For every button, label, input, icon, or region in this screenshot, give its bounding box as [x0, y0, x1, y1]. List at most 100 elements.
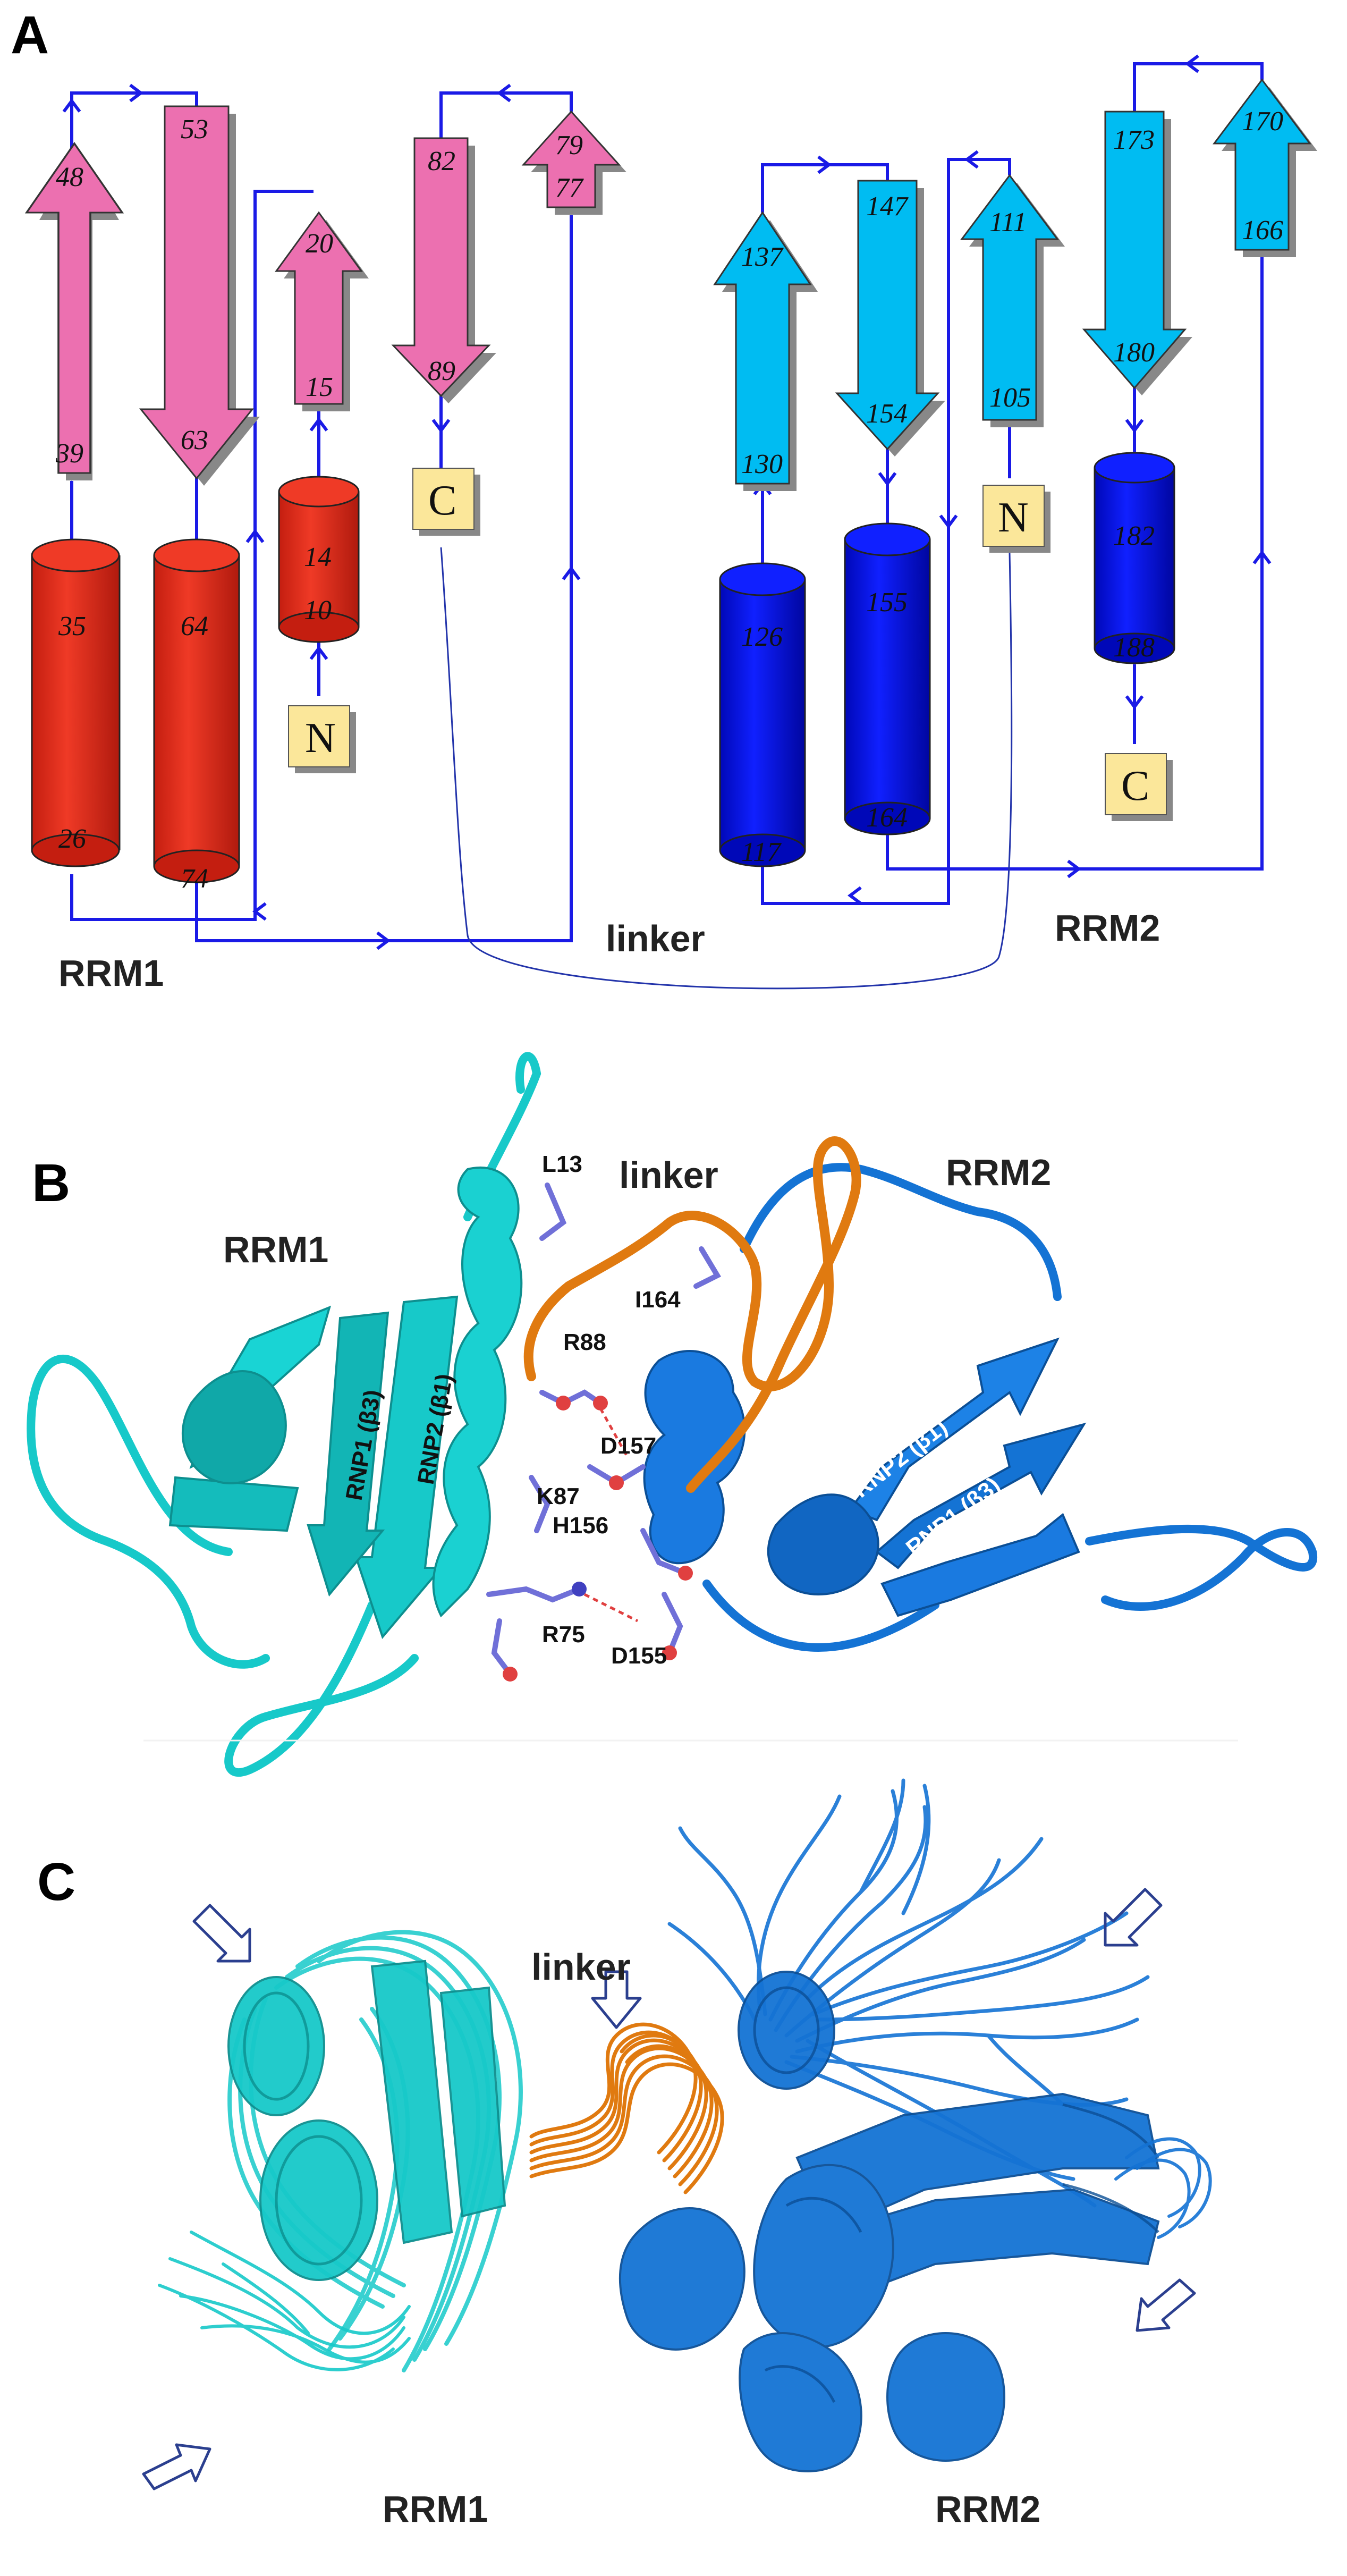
linker-ensemble [529, 2022, 724, 2194]
rrm2-s2-bottom: 154 [866, 399, 908, 429]
ensemble-rrm1-label: RRM1 [383, 2488, 488, 2530]
rrm1-loop-bottom [224, 1601, 419, 1777]
rrm2-loop-bottom [702, 1580, 939, 1652]
rrm1-cartoon [27, 1052, 541, 1777]
arrow-rrm1-top [192, 1904, 251, 1963]
panel-c: C [37, 1739, 1238, 2530]
rrm2-h2-bottom: 164 [866, 803, 908, 833]
rrm1-s4-bottom: 89 [428, 356, 455, 386]
panel-c-arrows [142, 1888, 1196, 2490]
panel-b: B [27, 1052, 1318, 1777]
rrm2-s3-bottom: 105 [989, 383, 1031, 413]
rrm1-n-terminus [288, 705, 350, 767]
rrm2-s3-top: 111 [989, 207, 1027, 238]
rrm1-helix-back [181, 1370, 287, 1484]
rrm1-s1-top: 48 [56, 162, 83, 192]
rrm1-sheet-b1 [354, 1295, 459, 1640]
rrm1-h2-bottom: 74 [181, 864, 208, 894]
residue-r75: R75 [542, 1621, 585, 1648]
rrm1-sheet-b4 [168, 1476, 299, 1532]
rrm2-helix-back [767, 1493, 879, 1596]
rrm1-strands [24, 105, 626, 486]
rrm2-s5-bottom: 166 [1242, 215, 1283, 246]
rrm2-helix-1 [719, 562, 806, 867]
rrm2-h1-bottom: 117 [741, 837, 782, 867]
rrm1-helix-1 [31, 538, 121, 867]
topology-rrm2-label: RRM2 [1055, 907, 1160, 949]
rrm1-s2-top: 53 [181, 114, 208, 145]
residue-d155: D155 [611, 1643, 667, 1669]
struct-rrm2-label: RRM2 [946, 1152, 1051, 1193]
rrm2-helix-3 [1094, 452, 1175, 664]
panel-b-letter: B [32, 1153, 70, 1213]
rrm2-s2-top: 147 [866, 191, 909, 222]
rrm2-s4-top: 173 [1113, 125, 1155, 155]
rrm2-rnp1-label: RNP1 (β3) [901, 1472, 1005, 1561]
rrm2-helices [719, 452, 1175, 867]
rrm2-loop-top [740, 1163, 1062, 1301]
rrm2-n-terminus [982, 485, 1045, 547]
rrm2-residue-numbers: 137 130 147 154 111 105 173 180 170 166 … [741, 106, 1283, 867]
panel-c-letter: C [37, 1852, 75, 1912]
rrm2-sheet-b2 [880, 1513, 1080, 1617]
rrm2-h1-top: 126 [741, 622, 783, 652]
rrm1-s5-bottom: 77 [555, 173, 584, 203]
svg-text:N: N [998, 494, 1029, 541]
residue-r88: R88 [563, 1329, 606, 1355]
rrm1-s2-bottom: 63 [181, 425, 208, 455]
rrm2-s4-bottom: 180 [1113, 337, 1155, 368]
rrm1-h3-bottom: 10 [304, 595, 332, 626]
rrm1-c-terminus [412, 468, 475, 530]
svg-text:C: C [1121, 763, 1149, 809]
svg-text:C: C [428, 477, 456, 524]
rrm1-s3-bottom: 15 [306, 372, 333, 402]
topology-rrm1-label: RRM1 [58, 952, 164, 994]
panel-a: A [11, 5, 1317, 994]
rrm2-sheet-b3 [875, 1422, 1087, 1569]
arrow-rrm1-bottom [142, 2443, 211, 2490]
residue-l13: L13 [542, 1151, 582, 1177]
ensemble-linker-label: linker [531, 1946, 631, 1988]
rrm1-s5-top: 79 [555, 130, 583, 161]
rrm1-sheet-b3 [307, 1311, 389, 1597]
rrm2-ensemble [619, 1778, 1212, 2472]
rrm1-s4-top: 82 [428, 146, 455, 176]
rrm1-helix-2 [153, 538, 240, 883]
residue-d157: D157 [600, 1433, 656, 1459]
rrm1-h1-bottom: 26 [58, 824, 86, 854]
rrm1-s3-top: 20 [306, 229, 333, 259]
rrm2-helix-2 [844, 522, 931, 835]
rrm1-helix-front [432, 1166, 523, 1618]
rrm1-h1-top: 35 [58, 611, 86, 641]
connector-chevrons [62, 54, 1272, 950]
rrm1-helices [31, 476, 360, 883]
linker-ribbon [523, 1136, 861, 1493]
svg-text:N: N [305, 715, 336, 762]
panel-a-letter: A [11, 5, 49, 65]
rrm2-cartoon [643, 1163, 1318, 1652]
rrm1-termini: N C [288, 468, 480, 773]
residue-i164: I164 [635, 1287, 681, 1313]
rrm2-rnp2-label: RNP2 (β1) [848, 1414, 952, 1503]
arrow-rrm2-bottom [1136, 2278, 1196, 2332]
residue-k87: K87 [537, 1483, 580, 1509]
rrm2-strands [713, 78, 1317, 491]
rrm2-h3-top: 182 [1113, 521, 1155, 551]
rrm2-s5-top: 170 [1242, 106, 1283, 137]
rrm2-s1-top: 137 [741, 242, 784, 272]
rrm2-s1-bottom: 130 [741, 449, 783, 479]
rrm1-h3-top: 14 [304, 542, 332, 572]
rrm1-s1-bottom: 39 [55, 438, 83, 469]
rrm1-h2-top: 64 [181, 611, 208, 641]
rrm2-helix-front [643, 1350, 746, 1565]
rrm1-loop-left [27, 1354, 270, 1669]
struct-linker-label: linker [619, 1154, 718, 1196]
rrm2-h2-top: 155 [866, 587, 908, 618]
rrm2-c-terminus [1105, 753, 1167, 815]
rrm1-residue-numbers: 48 39 53 63 20 15 82 89 79 77 35 26 64 7… [55, 114, 584, 894]
topology-linker-label: linker [606, 918, 705, 959]
rrm2-sheet-b1 [848, 1337, 1060, 1522]
residue-h156: H156 [553, 1513, 608, 1539]
residue-atoms [503, 1396, 693, 1682]
